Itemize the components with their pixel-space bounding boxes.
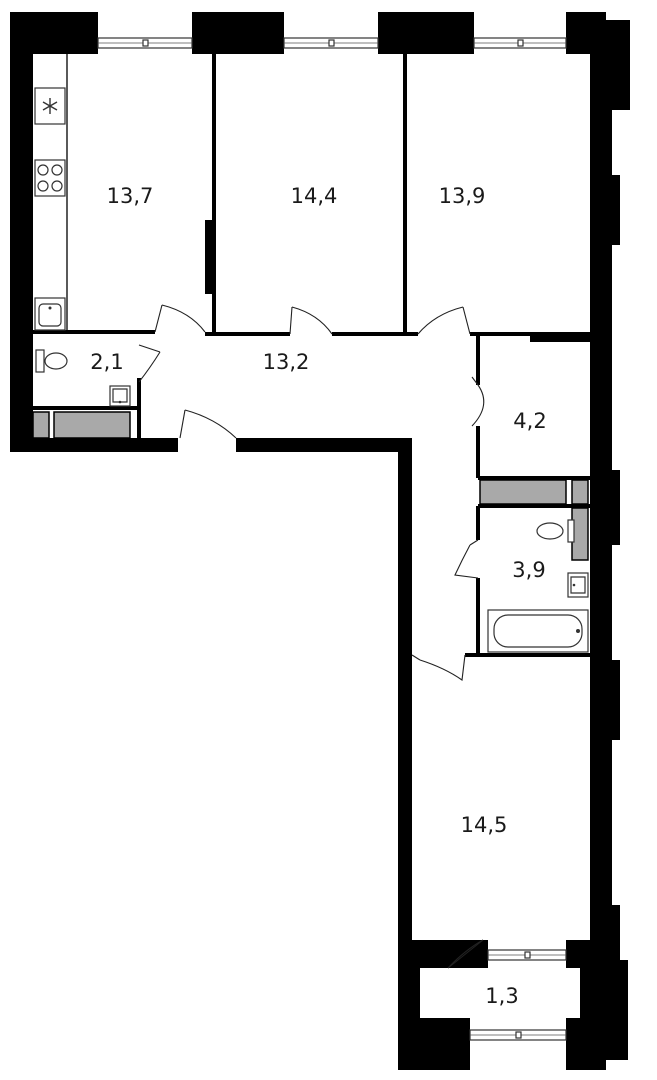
door-storage bbox=[471, 376, 485, 427]
room-area-hall: 13,2 bbox=[263, 350, 310, 374]
shaft-2 bbox=[53, 411, 131, 439]
door-living-room bbox=[411, 654, 466, 681]
sink-icon bbox=[109, 385, 131, 407]
sink-icon bbox=[567, 572, 589, 598]
stove-icon bbox=[34, 159, 66, 197]
room-area-balcony: 1,3 bbox=[485, 984, 518, 1008]
sink-icon bbox=[34, 297, 66, 331]
window-living-room bbox=[487, 949, 567, 961]
door-bedroom-1 bbox=[289, 306, 333, 335]
window-bedroom-1 bbox=[283, 37, 379, 49]
bathtub-icon bbox=[487, 609, 589, 653]
shaft-3 bbox=[479, 479, 567, 505]
door-entrance bbox=[179, 409, 237, 439]
snowflake-icon bbox=[34, 87, 66, 125]
room-area-bedroom-1: 14,4 bbox=[291, 184, 338, 208]
room-area-bathroom: 3,9 bbox=[512, 558, 545, 582]
windows bbox=[97, 37, 567, 1041]
room-area-storage: 4,2 bbox=[513, 409, 546, 433]
exterior-walls bbox=[10, 12, 630, 1070]
doors bbox=[138, 304, 485, 969]
door-balcony bbox=[447, 939, 484, 969]
door-kitchen bbox=[154, 304, 206, 333]
interior-partitions bbox=[33, 54, 590, 657]
room-area-living-room: 14,5 bbox=[461, 813, 508, 837]
shaft-1 bbox=[32, 411, 50, 439]
shaft-4 bbox=[571, 479, 589, 505]
window-balcony bbox=[469, 1029, 567, 1041]
door-bathroom bbox=[454, 539, 479, 579]
room-area-toilet: 2,1 bbox=[90, 350, 123, 374]
room-area-bedroom-2: 13,9 bbox=[439, 184, 486, 208]
door-bedroom-2 bbox=[417, 306, 471, 335]
toilet-icon bbox=[536, 519, 575, 543]
door-toilet bbox=[138, 344, 161, 383]
toilet-icon bbox=[35, 349, 68, 373]
shafts bbox=[32, 411, 589, 561]
window-kitchen bbox=[97, 37, 193, 49]
room-labels: 13,7 14,4 13,9 2,1 13,2 4,2 3,9 14,5 1,3 bbox=[90, 184, 546, 1008]
window-bedroom-2 bbox=[473, 37, 567, 49]
room-area-kitchen: 13,7 bbox=[107, 184, 154, 208]
